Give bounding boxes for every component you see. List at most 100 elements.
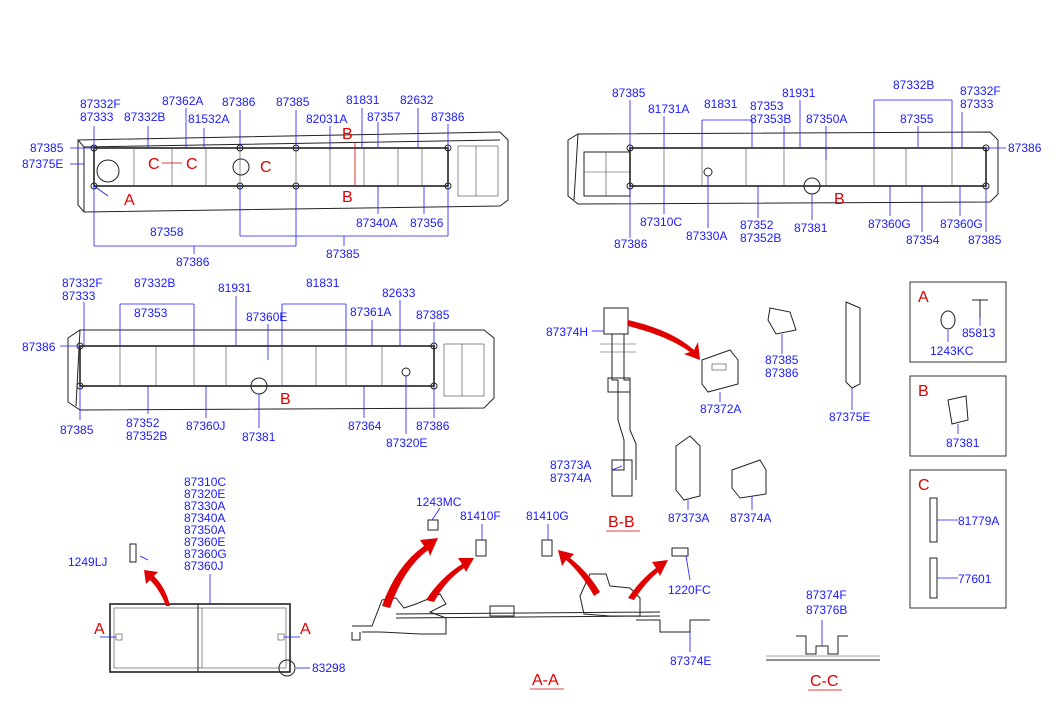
section-marker-a: A [94,621,105,638]
glass-part-number: 87340A [184,511,225,525]
leader-lines-panel-2 [629,99,1006,238]
label: 87374A [550,471,591,485]
label: 87360G [868,217,911,231]
section-marker-b: B [834,191,845,208]
label: 81410G [526,509,569,523]
label: 87385 [60,423,94,437]
section-marker-b: B [342,189,353,206]
label: 87385 [612,86,646,100]
leader-lines-panel-3 [60,296,435,434]
label: 87352B [740,231,781,245]
labels-section-bb: 87374H 87372A 87385 87386 87375E 87373A … [546,325,870,532]
label: 87353 [750,99,784,113]
label: 81831 [346,93,380,107]
label: 87385 [326,247,360,261]
label: 1243MC [416,495,462,509]
label: 87332B [893,78,934,92]
label: 87386 [22,340,56,354]
glass-part-number: 87320E [184,487,225,501]
label: 87356 [410,216,444,230]
label: 87333 [62,289,96,303]
label: 87386 [222,95,256,109]
section-title-bb: B-B [608,514,635,531]
label: 87310C [640,215,682,229]
label: 87332F [62,276,103,290]
label: 87386 [416,419,450,433]
section-marker-c: C [260,159,272,176]
label: 87385 [765,353,799,367]
window-panel-right-top [567,131,999,205]
detail-box-a: A 85813 1243KC [909,281,1007,363]
label: 87373A [668,511,709,525]
glass-part-number: 87360J [184,559,223,573]
section-bb-drawing [592,301,861,510]
label: 87352B [126,429,167,443]
label: 81831 [306,276,340,290]
label: 87360G [940,217,983,231]
detail-box-b: B 87381 [909,375,1007,457]
section-marker-c: C [186,156,198,173]
label: 81532A [188,112,229,126]
label: 87386 [1008,141,1042,155]
label: 87332F [80,97,121,111]
labels-glass-assembly: 87310C87320E87330A87340A87350A87360E8736… [184,475,227,573]
label: 1249LJ [68,555,107,569]
glass-assembly-drawing [100,543,310,677]
label: 82031A [306,112,347,126]
label: 1220FC [668,583,711,597]
glass-part-number: 87310C [184,475,226,489]
label: 81731A [648,102,689,116]
label: 87385 [276,95,310,109]
label: 87385 [968,233,1002,247]
label: 87374F [806,588,847,602]
labels-panel-2: 87385 81731A 81831 87353 87353B 81931 87… [612,78,1042,251]
section-aa-drawing [351,507,710,652]
glass-part-number: 87360E [184,535,225,549]
label: 87381 [794,221,828,235]
label: 87332F [960,84,1001,98]
glass-part-number: 87330A [184,499,225,513]
glass-part-number: 87350A [184,523,225,537]
label: 87360J [186,419,225,433]
labels-section-cc: 87374F 87376B C-C [806,588,847,691]
detail-box-title: A [918,289,929,306]
label: 87374H [546,325,588,339]
label: 87386 [765,366,799,380]
label: 87340A [356,216,397,230]
label: 87386 [614,237,648,251]
label: 87357 [367,110,401,124]
section-marker-b: B [342,126,353,143]
label: 87320E [386,436,427,450]
label: 87353B [750,112,791,126]
label: 1243KC [930,344,974,358]
label: 83298 [312,661,346,675]
label: 81410F [460,509,501,523]
glass-part-number: 87360G [184,547,227,561]
detail-box-title: B [918,383,929,400]
label: 87358 [150,225,184,239]
labels-panel-1: 87332F 87333 87332B 87362A 81532A 87386 … [22,93,465,269]
label: 87381 [242,430,276,444]
label: 87364 [348,419,382,433]
label: 87361A [350,305,391,319]
label: 82632 [400,93,434,107]
label: 87381 [946,436,980,450]
section-marker-a: A [124,192,135,209]
section-marker-a: A [300,621,311,638]
label: 87375E [22,157,63,171]
label: 87385 [416,308,450,322]
label: 87385 [30,141,64,155]
section-title-aa: A-A [532,672,559,689]
label: 87374E [670,654,711,668]
label: 87376B [806,603,847,617]
label: 87333 [80,110,114,124]
label: 81931 [782,86,816,100]
label: 87332B [124,110,165,124]
section-markers-panel-1: A C C C B B [124,126,356,209]
label: 87350A [806,112,847,126]
label: 81831 [704,97,738,111]
label: 87360E [246,310,287,324]
label: 87333 [960,97,994,111]
labels-panel-3: 87332F 87333 87332B 87353 81931 81831 82… [22,276,450,450]
